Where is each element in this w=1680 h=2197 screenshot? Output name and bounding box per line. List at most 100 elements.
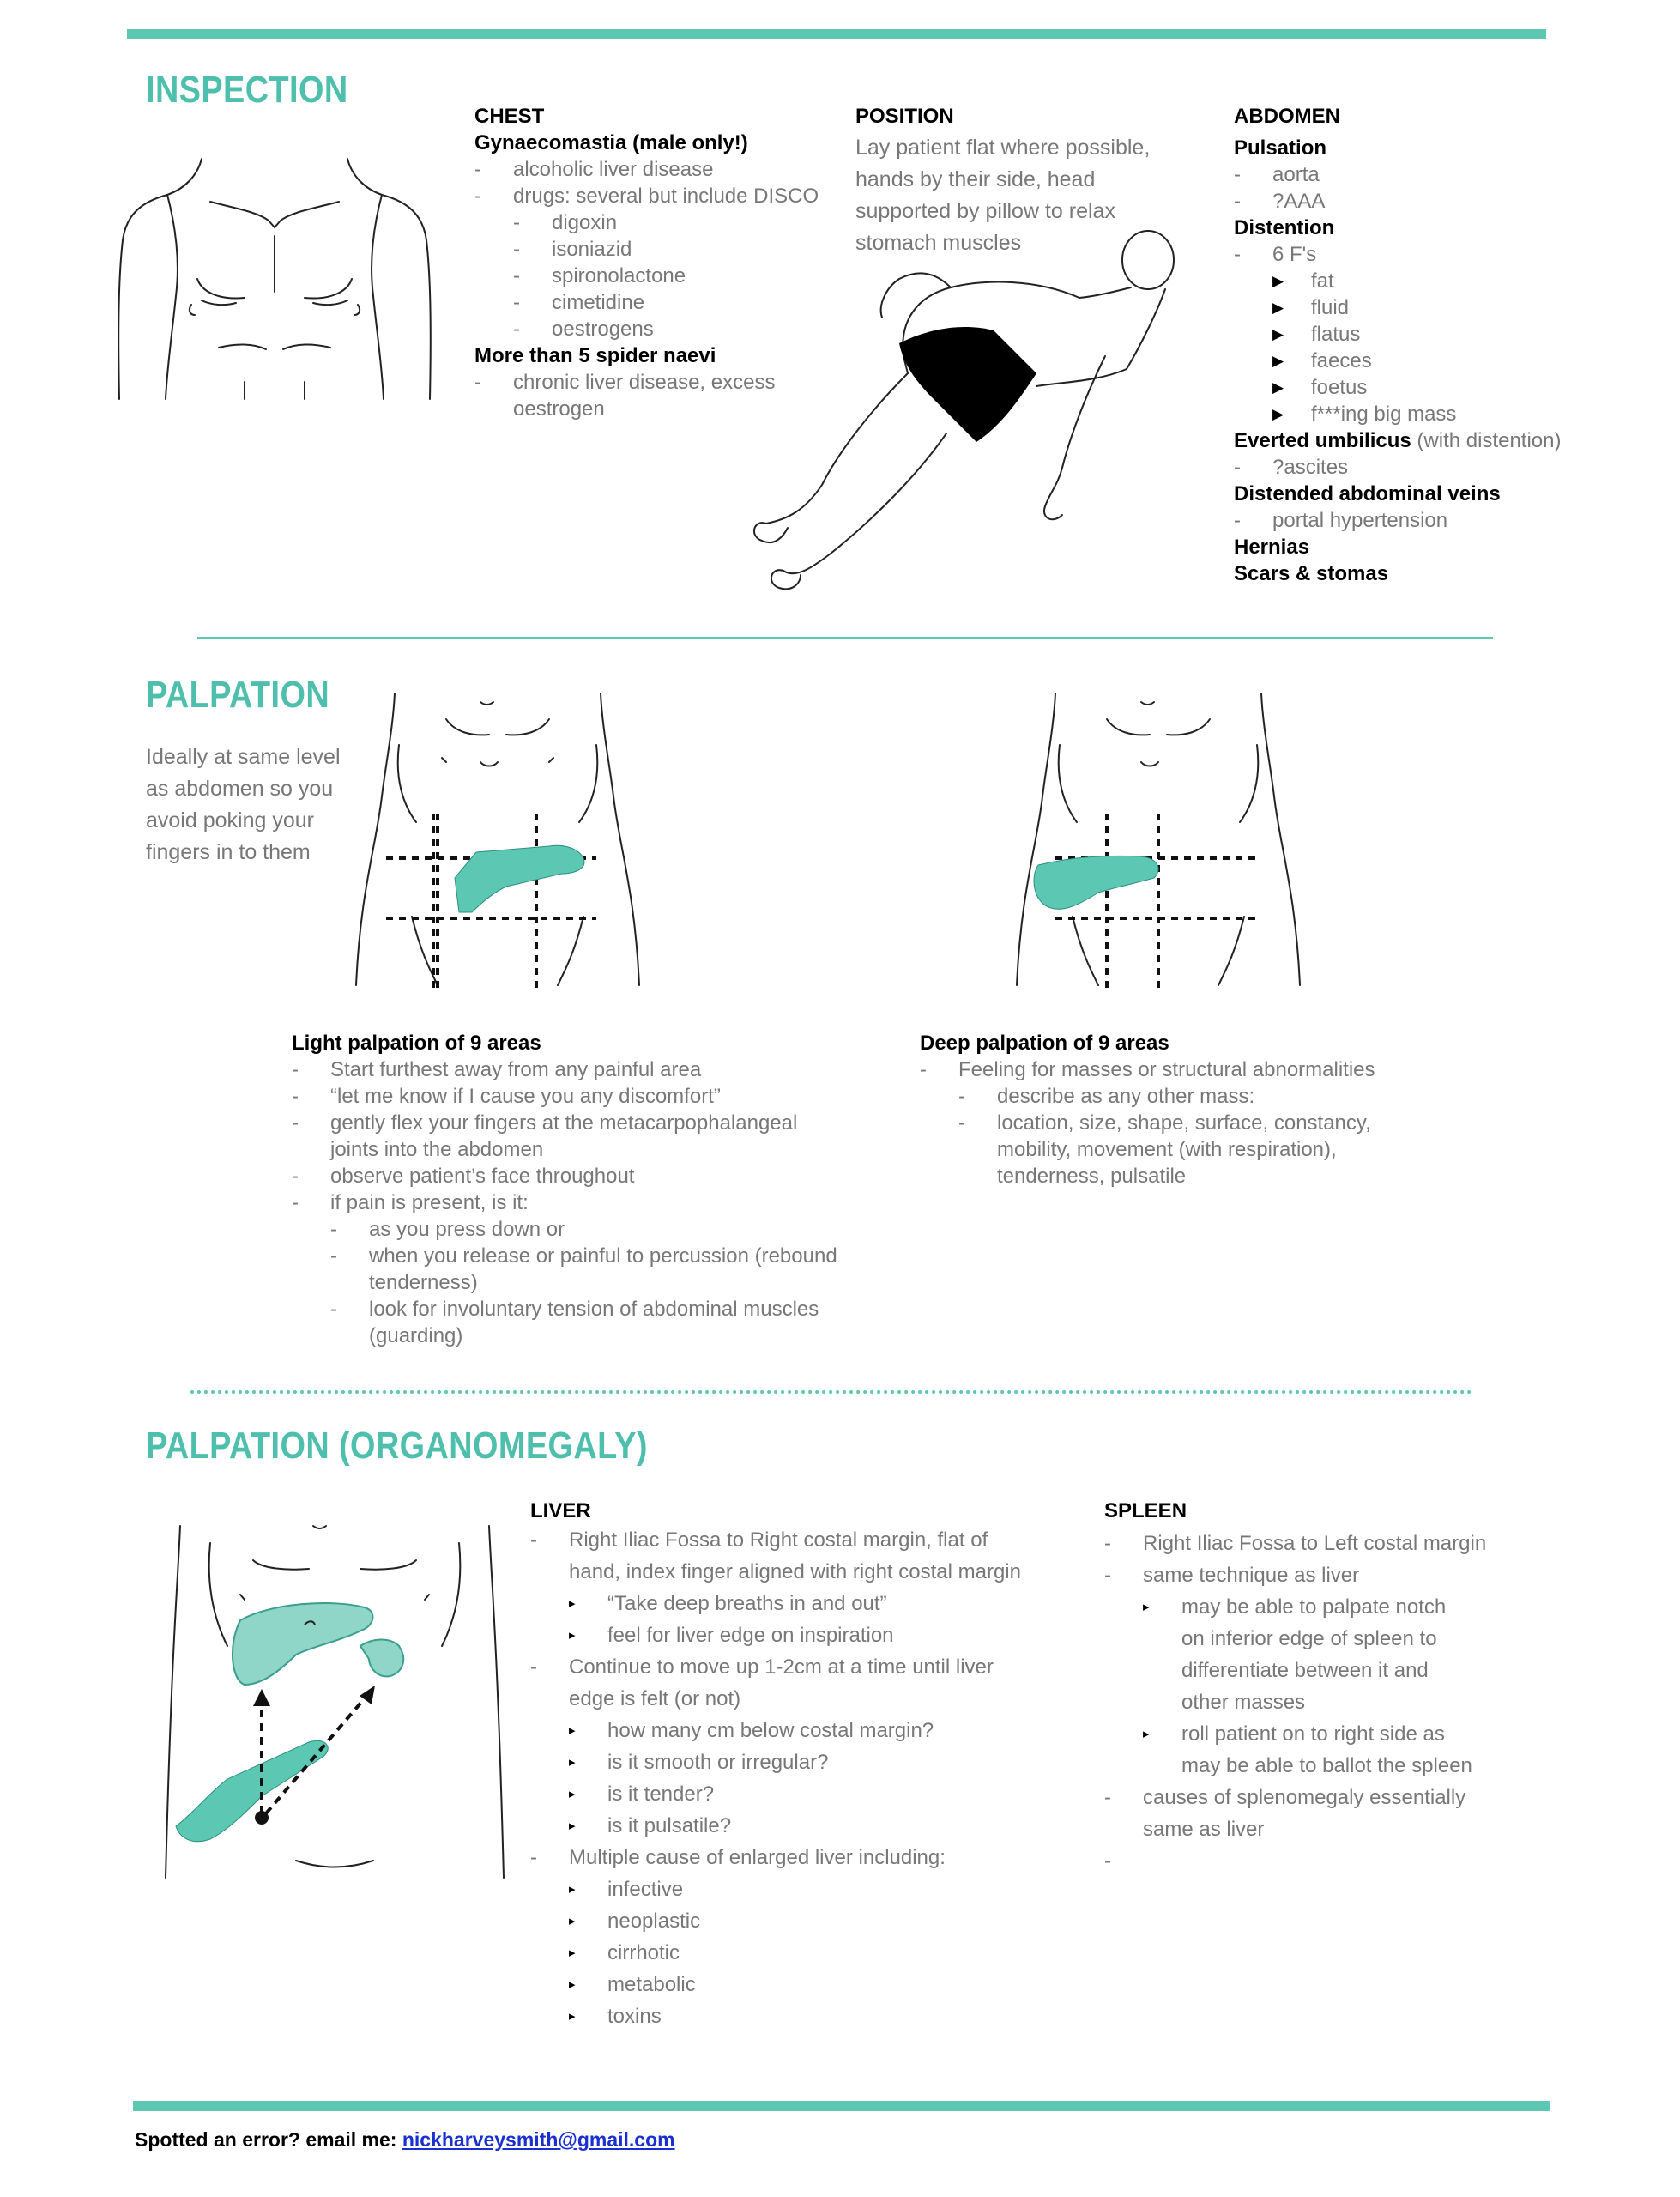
list-item: -alcoholic liver disease [474, 158, 714, 181]
distention-list: -6 F's ▶fat ▶fluid ▶flatus ▶faeces ▶foet… [1234, 241, 1611, 427]
list-item: -Right Iliac Fossa to Right costal margi… [530, 1528, 1021, 1583]
section-divider [197, 637, 1493, 639]
list-item: -location, size, shape, surface, constan… [958, 1111, 1371, 1188]
arrow-bullet-icon: ▸ [569, 1723, 576, 1738]
list-item: ▸feel for liver edge on inspiration [530, 1619, 1028, 1651]
arrow-bullet-icon: ▸ [569, 1914, 576, 1928]
list-item: ▸cirrhotic [530, 1937, 1028, 1969]
triangle-bullet-icon: ▶ [1272, 353, 1284, 369]
list-item: -Right Iliac Fossa to Left costal margin [1104, 1532, 1487, 1555]
light-palpation-list: -Start furthest away from any painful ar… [292, 1056, 858, 1349]
triangle-bullet-icon: ▶ [1272, 326, 1284, 342]
list-item: -“let me know if I cause you any discomf… [292, 1085, 721, 1108]
list-item: -causes of splenomegaly essentially same… [1104, 1786, 1466, 1841]
liver-list: -Right Iliac Fossa to Right costal margi… [530, 1524, 1028, 2032]
deep-palpation-column: Deep palpation of 9 areas -Feeling for m… [920, 1030, 1435, 1189]
list-item: -chronic liver disease, excess oestrogen [474, 371, 776, 421]
list-item: ▸may be able to palpate notch on inferio… [1104, 1591, 1465, 1718]
veins-list: -portal hypertension [1234, 507, 1611, 534]
list-item: -gently flex your fingers at the metacar… [292, 1111, 798, 1161]
chest-illustration [118, 158, 432, 400]
spider-naevi-heading: More than 5 spider naevi [474, 344, 716, 367]
palpation-note: Ideally at same level as abdomen so you … [146, 745, 341, 864]
pulsation-heading: Pulsation [1234, 136, 1327, 160]
list-item: -if pain is present, is it: [292, 1191, 529, 1214]
list-item: -describe as any other mass: [958, 1085, 1255, 1108]
list-item: -cimetidine [513, 291, 645, 314]
arrow-bullet-icon: ▸ [569, 1596, 576, 1611]
footer-text: Spotted an error? email me: [135, 2128, 397, 2151]
triangle-bullet-icon: ▶ [1272, 273, 1284, 289]
abdomen-column: ABDOMEN Pulsation -aorta -?AAA Distentio… [1234, 103, 1611, 587]
triangle-bullet-icon: ▶ [1272, 406, 1284, 422]
arrow-bullet-icon: ▸ [569, 1882, 576, 1897]
triangle-bullet-icon: ▶ [1272, 379, 1284, 396]
list-item: -digoxin [513, 211, 618, 234]
list-item: ▸toxins [530, 2000, 1028, 2032]
bottom-accent-bar [133, 2101, 1550, 2111]
spleen-list: -Right Iliac Fossa to Left costal margin… [1104, 1528, 1508, 1873]
palpation-title: PALPATION [146, 674, 330, 716]
organomegaly-title: PALPATION (ORGANOMEGALY) [146, 1425, 648, 1467]
deep-palpation-list: -Feeling for masses or structural abnorm… [920, 1056, 1435, 1189]
light-palpation-heading: Light palpation of 9 areas [292, 1032, 541, 1055]
deep-palpation-illustration [1016, 693, 1301, 990]
list-item: ▸neoplastic [530, 1905, 1028, 1937]
list-item: -?ascites [1234, 456, 1349, 479]
arrow-bullet-icon: ▸ [569, 1946, 576, 1960]
list-item: ▶faeces [1272, 349, 1372, 372]
organomegaly-illustration [165, 1525, 505, 1879]
list-item: ▶flatus [1272, 323, 1361, 346]
arrow-bullet-icon: ▸ [569, 1628, 576, 1643]
everted-list: -?ascites [1234, 454, 1611, 481]
abdominal-veins-heading: Distended abdominal veins [1234, 482, 1501, 505]
list-item: -as you press down or [330, 1218, 565, 1241]
position-column: POSITION [855, 103, 1156, 130]
light-palpation-illustration [355, 693, 640, 990]
list-item: ▸is it tender? [530, 1778, 1028, 1810]
abdomen-heading: ABDOMEN [1234, 105, 1340, 128]
list-item: -same technique as liver [1104, 1564, 1360, 1587]
arrow-bullet-icon: ▸ [1143, 1727, 1150, 1741]
gynaecomastia-list: -alcoholic liver disease -drugs: several… [474, 156, 843, 342]
list-item: ▶foetus [1272, 376, 1368, 399]
arrow-bullet-icon: ▸ [569, 1755, 576, 1770]
list-item: -isoniazid [513, 238, 632, 261]
top-accent-bar [127, 29, 1546, 39]
list-item: -portal hypertension [1234, 509, 1448, 532]
list-item: -oestrogens [513, 318, 654, 341]
list-item: -aorta [1234, 163, 1320, 186]
list-item: -observe patient’s face throughout [292, 1165, 635, 1188]
lying-patient-illustration [753, 230, 1175, 590]
position-text: Lay patient flat where possible, hands b… [855, 136, 1151, 255]
arrow-bullet-icon: ▸ [569, 2009, 576, 2024]
list-item: -drugs: several but include DISCO [474, 185, 819, 208]
gynaecomastia-heading: Gynaecomastia (male only!) [474, 131, 748, 154]
liver-heading: LIVER [530, 1499, 591, 1522]
footer: Spotted an error? email me: nickharveysm… [135, 2128, 675, 2152]
hernias-heading: Hernias [1234, 536, 1310, 559]
list-item: ▸roll patient on to right side as may be… [1104, 1718, 1478, 1782]
spleen-column: SPLEEN -Right Iliac Fossa to Left costal… [1104, 1498, 1508, 1873]
triangle-bullet-icon: ▶ [1272, 300, 1284, 316]
arrow-bullet-icon: ▸ [569, 1787, 576, 1801]
list-item: ▸is it smooth or irregular? [530, 1746, 1028, 1778]
light-palpation-column: Light palpation of 9 areas -Start furthe… [292, 1030, 858, 1349]
position-heading: POSITION [855, 105, 954, 128]
arrow-bullet-icon: ▸ [569, 1977, 576, 1992]
list-item: -spironolactone [513, 264, 686, 287]
list-item: -Continue to move up 1-2cm at a time unt… [530, 1655, 994, 1710]
list-item: ▸how many cm below costal margin? [530, 1715, 1028, 1746]
spider-naevi-list: -chronic liver disease, excess oestrogen [474, 369, 843, 422]
list-item: -?AAA [1234, 190, 1326, 213]
arrow-bullet-icon: ▸ [569, 1819, 576, 1833]
list-item: ▸infective [530, 1873, 1028, 1905]
list-item: -Feeling for masses or structural abnorm… [920, 1058, 1375, 1081]
list-item: ▸metabolic [530, 1969, 1028, 2000]
email-link[interactable]: nickharveysmith@gmail.com [402, 2128, 675, 2151]
everted-umbilicus-heading: Everted umbilicus (with distention) [1234, 429, 1562, 452]
chest-heading: CHEST [474, 105, 545, 128]
dotted-divider [190, 1390, 1472, 1394]
spleen-heading: SPLEEN [1104, 1499, 1187, 1522]
list-item: -Multiple cause of enlarged liver includ… [530, 1846, 946, 1869]
